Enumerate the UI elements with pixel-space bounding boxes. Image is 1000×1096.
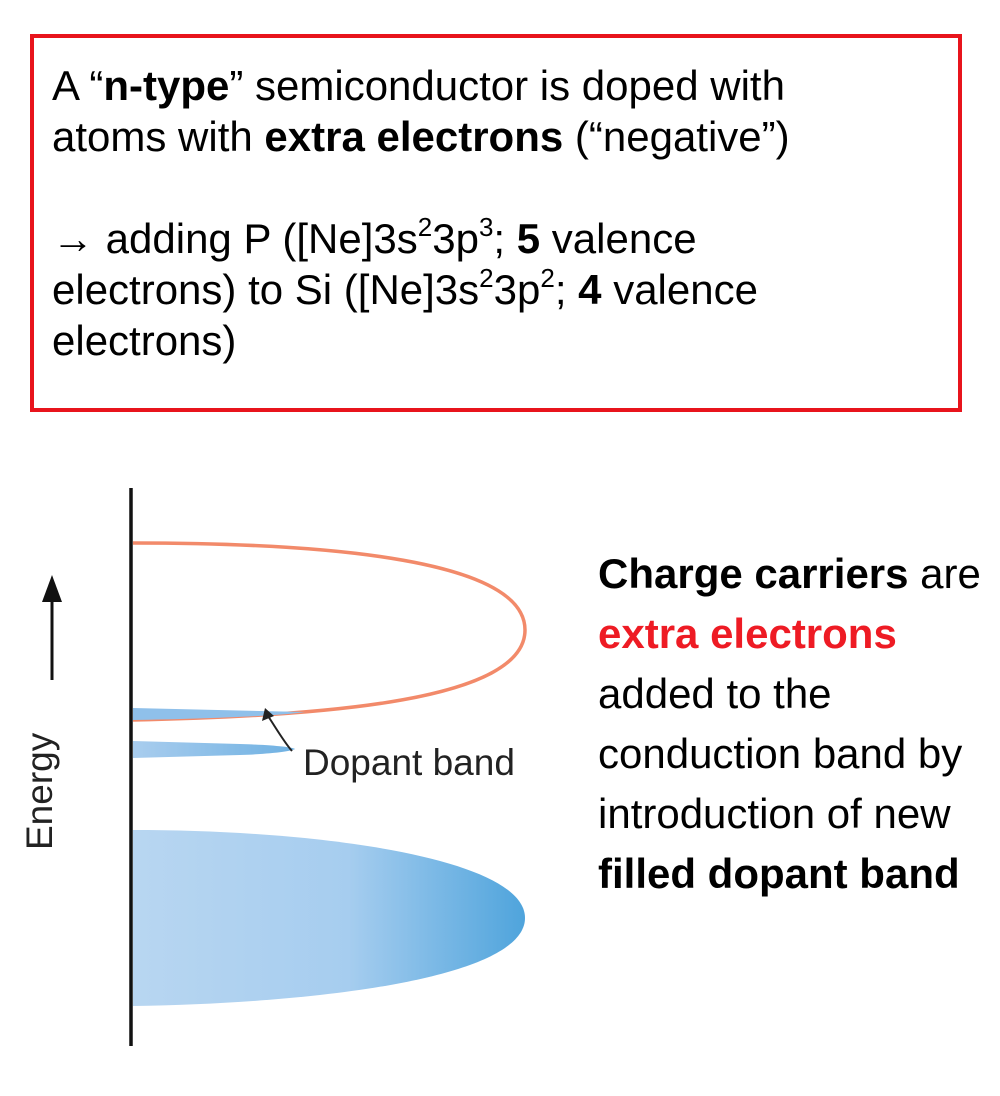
text: valence: [540, 215, 697, 262]
term-n-type: n-type: [103, 62, 230, 109]
explanation-text: Charge carriers are extra electrons adde…: [598, 544, 998, 904]
text: 3p: [493, 266, 541, 313]
term-extra-electrons-red: extra electrons: [598, 610, 897, 657]
band-diagram: [42, 488, 527, 1046]
text: A “: [52, 62, 104, 109]
text: ;: [493, 215, 517, 262]
term-extra-electrons: extra electrons: [264, 113, 564, 160]
valence-band: [133, 830, 525, 1006]
dopant-band: [133, 741, 295, 758]
conduction-band: [132, 541, 527, 722]
text: are: [908, 550, 981, 597]
text: 3p: [432, 215, 479, 262]
text: → adding P ([Ne]3s: [52, 215, 418, 262]
valence-count-si: 4: [578, 266, 602, 313]
text: electrons): [52, 317, 237, 364]
text: ” semiconductor is doped with: [229, 62, 785, 109]
text: electrons) to Si ([Ne]3s: [52, 266, 480, 313]
energy-arrow: [42, 575, 62, 680]
term-filled-dopant-band: filled dopant band: [598, 850, 960, 897]
superscript: 2: [479, 263, 494, 293]
text: added to the conduction band by introduc…: [598, 670, 963, 837]
superscript: 2: [417, 212, 433, 242]
text: ;: [554, 266, 579, 313]
superscript: 3: [478, 212, 494, 242]
excitation-arrow: [267, 715, 293, 752]
energy-axis-label: Energy: [19, 732, 60, 850]
conduction-band-edge: [133, 708, 305, 720]
superscript: 2: [540, 263, 555, 293]
text: atoms with: [52, 113, 265, 160]
excitation-arrowhead: [262, 708, 274, 721]
term-charge-carriers: Charge carriers: [598, 550, 909, 597]
valence-count-p: 5: [516, 215, 541, 262]
text: (“negative”): [563, 113, 790, 160]
dopant-band-label: Dopant band: [303, 742, 515, 783]
text: valence: [601, 266, 758, 313]
